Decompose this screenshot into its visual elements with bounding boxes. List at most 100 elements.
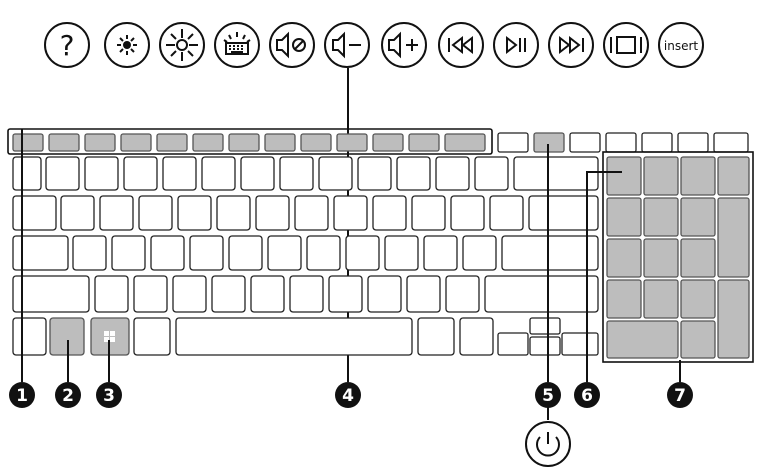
switch-screen-key: [603, 22, 649, 68]
keypad-8-key: [643, 197, 679, 237]
brightness-down-icon: [117, 35, 137, 55]
down-arrow-key: [529, 336, 561, 356]
key: [462, 235, 497, 271]
play-pause-icon: [506, 35, 526, 55]
next-track-key: [548, 22, 594, 68]
caps-lock-key: [12, 235, 69, 271]
callout-4: 4: [335, 382, 361, 408]
volume-down-icon: [332, 31, 361, 59]
volume-up-icon: [388, 31, 418, 59]
svg-text:6: 6: [581, 386, 593, 406]
key: [289, 275, 324, 313]
f5-key: [192, 133, 224, 152]
key: [384, 235, 419, 271]
callout-1: 1: [9, 382, 35, 408]
key: [216, 195, 251, 231]
key: [72, 235, 107, 271]
previous-track-icon: [448, 35, 473, 55]
key: [133, 275, 168, 313]
key: [111, 235, 146, 271]
alt-key: [133, 317, 171, 356]
keyboard-backlight-key: [214, 22, 260, 68]
top-row-key: [641, 132, 673, 153]
previous-track-key: [438, 22, 484, 68]
callout-6: 6: [574, 382, 600, 408]
f12-key: [444, 133, 486, 152]
key: [328, 275, 363, 313]
svg-text:3: 3: [103, 386, 115, 406]
key: [372, 195, 407, 231]
keypad-enter-key: [717, 279, 750, 359]
keypad-1-key: [606, 279, 642, 319]
key: [240, 156, 275, 191]
keypad-4-key: [606, 238, 642, 278]
key: [267, 235, 302, 271]
top-row-key: [497, 132, 529, 153]
f9-key: [336, 133, 368, 152]
f4-key: [156, 133, 188, 152]
key: [279, 156, 314, 191]
right-alt-key: [417, 317, 455, 356]
brightness-up-key: [159, 22, 205, 68]
power-icon: [525, 421, 571, 467]
callout-5: 5: [535, 382, 561, 408]
key: [12, 156, 42, 191]
svg-text:2: 2: [62, 386, 74, 406]
svg-text:7: 7: [674, 386, 686, 406]
key: [489, 195, 524, 231]
keypad-decimal-key: [680, 320, 716, 359]
key: [138, 195, 173, 231]
key: [172, 275, 207, 313]
key: [406, 275, 441, 313]
key: [445, 275, 480, 313]
keypad-7-key: [606, 197, 642, 237]
f10-key: [372, 133, 404, 152]
top-row-key: [569, 132, 601, 153]
keypad-5-key: [643, 238, 679, 278]
key: [294, 195, 329, 231]
brightness-down-key: [104, 22, 150, 68]
keypad-9-key: [680, 197, 716, 237]
key: [250, 275, 285, 313]
keypad-0-key: [606, 320, 679, 359]
right-ctrl-key: [459, 317, 494, 356]
svg-text:1: 1: [16, 386, 28, 406]
keypad-highlight-box: [602, 151, 754, 363]
home-row: [12, 235, 599, 271]
numeric-keypad: [602, 151, 754, 363]
insert-key: insert: [658, 22, 704, 68]
esc-key: [12, 133, 44, 152]
key: [45, 156, 80, 191]
key: [255, 195, 290, 231]
tab-key: [12, 195, 57, 231]
top-row-key: [605, 132, 637, 153]
callout-3: 3: [96, 382, 122, 408]
keyboard: [7, 128, 754, 363]
left-arrow-key: [497, 332, 529, 356]
left-shift-key: [12, 275, 90, 313]
next-track-icon: [559, 35, 584, 55]
help-question-icon: ?: [60, 29, 75, 62]
switch-screen-icon: [610, 36, 642, 54]
ctrl-key: [12, 317, 47, 356]
keypad-divide-key: [643, 156, 679, 196]
key: [201, 156, 236, 191]
volume-up-key: [381, 22, 427, 68]
key: [177, 195, 212, 231]
key: [450, 195, 485, 231]
keyboard-backlight-icon: [223, 32, 251, 55]
top-icon-keys: ?: [44, 22, 704, 68]
f3-key: [120, 133, 152, 152]
keypad-minus-key: [717, 156, 750, 196]
key: [396, 156, 431, 191]
key: [435, 156, 470, 191]
keypad-multiply-key: [680, 156, 716, 196]
function-keys-highlight-box: [7, 128, 493, 155]
top-row-key: [713, 132, 749, 153]
key: [345, 235, 380, 271]
svg-text:4: 4: [342, 386, 354, 406]
f1-key: [48, 133, 80, 152]
keypad-3-key: [680, 279, 716, 319]
key: [423, 235, 458, 271]
